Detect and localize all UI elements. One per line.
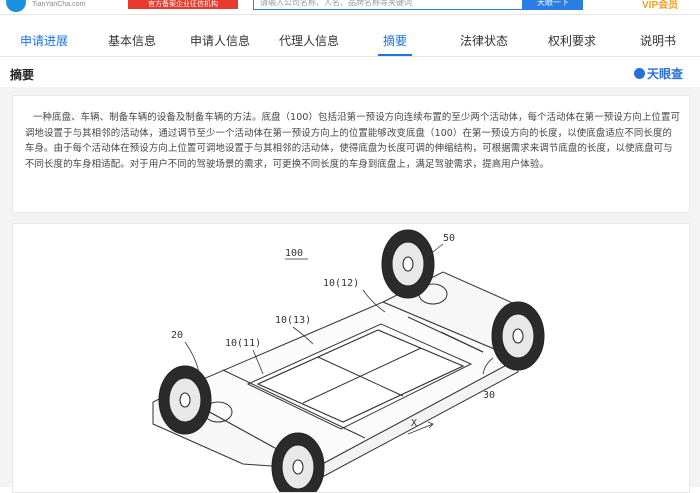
- search-button[interactable]: 天眼一下: [523, 0, 583, 10]
- figure-label-seg12: 10(12): [323, 278, 359, 289]
- segment-line-3: [407, 316, 484, 353]
- tab-description[interactable]: 说明书: [640, 34, 677, 48]
- active-tab-indicator: [378, 54, 412, 56]
- figure-label-30: 30: [483, 390, 495, 401]
- top-header: TianYanCha.com 官方备案企业征信机构 请输入公司名称、人名、品牌名…: [0, 0, 700, 15]
- leader-50: [424, 243, 444, 259]
- search-input[interactable]: 请输入公司名称、人名、品牌名称等关键词: [253, 0, 523, 10]
- figure-label-seg11: 10(11): [225, 338, 261, 349]
- abstract-card: 一种底盘、车辆、制备车辆的设备及制备车辆的方法。底盘（100）包括沿第一预设方向…: [12, 95, 690, 213]
- tab-progress[interactable]: 申请进展: [20, 34, 69, 48]
- wheels: [158, 229, 545, 492]
- figure-label-100: 100: [285, 248, 303, 259]
- figure-label-seg13: 10(13): [275, 315, 311, 326]
- segment-line-1: [222, 369, 366, 439]
- wheel-rear-left: [381, 229, 435, 299]
- figure-label-x: X: [411, 418, 417, 429]
- tab-agent[interactable]: 代理人信息: [279, 34, 340, 48]
- x-axis-arrow: [407, 423, 434, 435]
- tab-abstract[interactable]: 摘要: [383, 34, 408, 48]
- vip-link[interactable]: VIP会员: [642, 0, 679, 11]
- leader-seg12: [362, 289, 386, 313]
- tianyancha-logo-icon[interactable]: [6, 0, 26, 12]
- leader-20: [184, 341, 200, 373]
- brand-watermark: 天眼查: [634, 65, 683, 82]
- tab-claims[interactable]: 权利要求: [548, 34, 597, 48]
- tab-applicant[interactable]: 申请人信息: [190, 34, 251, 48]
- tab-legal-status[interactable]: 法律状态: [460, 34, 509, 48]
- brand-text: 天眼查: [647, 67, 684, 81]
- leader-seg13: [292, 326, 314, 345]
- wheel-front-left: [158, 365, 212, 435]
- logo-text: TianYanCha.com: [32, 1, 86, 8]
- abstract-text: 一种底盘、车辆、制备车辆的设备及制备车辆的方法。底盘（100）包括沿第一预设方向…: [25, 112, 680, 170]
- wheel-front-right: [271, 432, 325, 492]
- figure-label-20: 20: [171, 330, 183, 341]
- x-axis-arrowhead: [427, 421, 434, 429]
- patent-figure-card: 100 50 10(12) 10(13) 10(11) 20 30 X: [12, 223, 690, 493]
- wheel-rear-right: [491, 301, 545, 371]
- certification-badge: 官方备案企业征信机构: [128, 0, 238, 9]
- section-title: 摘要: [10, 68, 35, 82]
- tianyancha-mark-icon: [634, 68, 645, 79]
- detail-tabs: 申请进展 基本信息 申请人信息 代理人信息 摘要 法律状态 权利要求 说明书: [0, 26, 700, 57]
- tab-basic-info[interactable]: 基本信息: [108, 34, 157, 48]
- leader-30: [482, 357, 494, 375]
- section-header: 摘要 天眼查: [0, 57, 700, 87]
- figure-label-50: 50: [443, 233, 455, 244]
- battery-divider-2: [302, 347, 422, 404]
- chassis-drawing: 100 50 10(12) 10(13) 10(11) 20 30 X: [152, 229, 545, 492]
- leader-seg11: [252, 349, 264, 375]
